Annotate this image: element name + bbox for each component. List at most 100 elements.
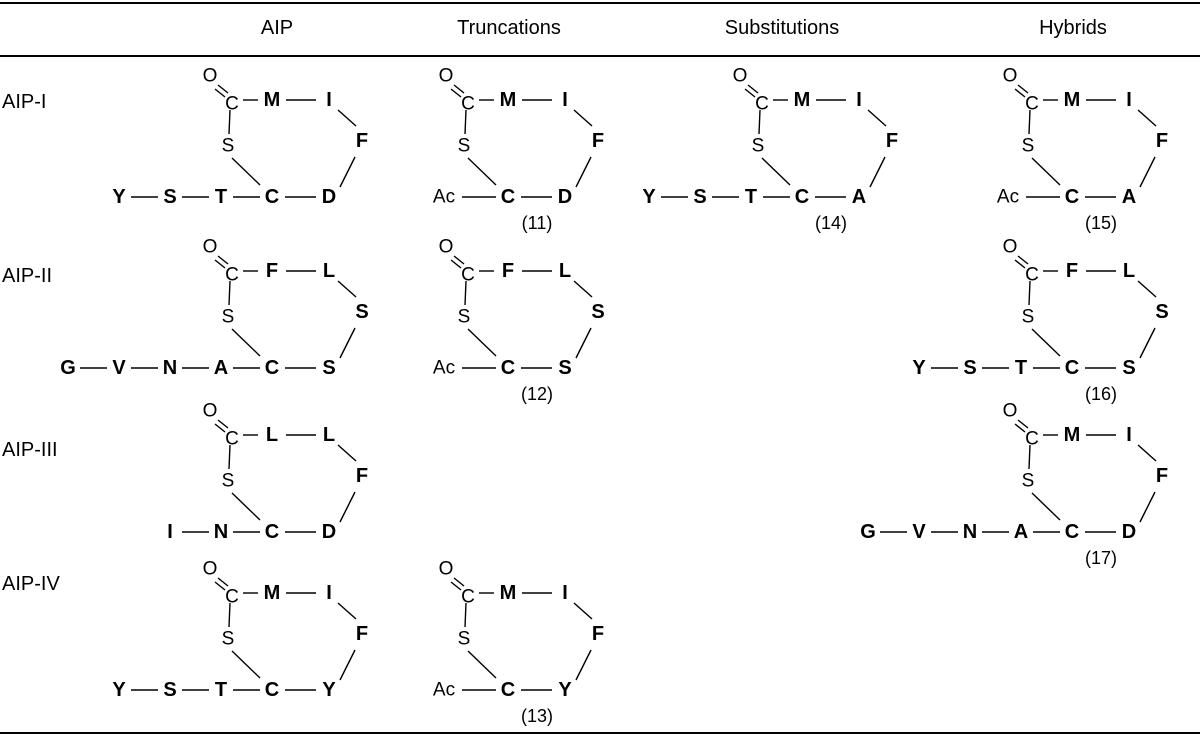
r0c2-carbonyl-oxygen: O xyxy=(733,66,748,87)
r0c0-bond xyxy=(228,109,231,135)
r1c3-residue-4: F xyxy=(1066,260,1078,282)
r3c1-bond xyxy=(467,650,497,679)
r0c3-residue-3: I xyxy=(1126,89,1132,111)
r1c0-carbonyl-oxygen: O xyxy=(203,237,218,258)
r0c2-compound-number: (14) xyxy=(815,213,847,233)
table-bottom-rule xyxy=(0,732,1200,734)
r1c0-thioester-sulfur: S xyxy=(222,307,235,328)
r0c1-thioester-sulfur: S xyxy=(458,136,471,157)
r0c2-residue-2: F xyxy=(886,130,898,152)
r1c3-thioester-sulfur: S xyxy=(1022,307,1035,328)
r0c3-residue-1: A xyxy=(1122,186,1136,208)
r0c1-bond xyxy=(464,109,467,135)
r0c0-bond xyxy=(337,109,357,127)
r0c2-residue-3: I xyxy=(856,89,862,111)
r2c0-tail-residue: N xyxy=(214,521,228,543)
r1c0-bond xyxy=(339,327,356,359)
r1c3-bond xyxy=(1137,280,1157,298)
r2c3-residue-2: F xyxy=(1156,465,1168,487)
r1c3-bond xyxy=(1017,255,1029,265)
r1c1-bond xyxy=(453,255,465,265)
r3c1-residue-4: M xyxy=(500,582,517,604)
r1c3-residue-3: L xyxy=(1123,260,1135,282)
r0c2-bond xyxy=(747,84,759,94)
r3c0-residue-3: I xyxy=(326,582,332,604)
r0c1-compound-number: (11) xyxy=(522,213,553,233)
r0c1-residue-cys: C xyxy=(501,186,515,208)
r3c0-carbonyl-oxygen: O xyxy=(203,559,218,580)
r3c0-bond xyxy=(339,649,356,681)
r0c2-tail-residue: Y xyxy=(642,186,656,208)
r1c3-bond xyxy=(1139,327,1156,359)
r1c3-tail-residue: S xyxy=(963,357,976,379)
r3c0-bond xyxy=(217,577,229,587)
r0c1-residue-4: M xyxy=(500,89,517,111)
r0c1-bond xyxy=(575,156,592,188)
row-label-aip-iv: AIP-IV xyxy=(2,573,60,595)
r2c0-tail-residue: I xyxy=(167,521,173,543)
r1c1-bond xyxy=(573,280,593,298)
r0c3-compound-number: (15) xyxy=(1085,213,1117,233)
r2c0-carbonyl-carbon: C xyxy=(225,429,239,450)
r3c1-carbonyl-carbon: C xyxy=(461,587,475,608)
r1c3-bond xyxy=(1014,259,1026,269)
r1c1-bond xyxy=(575,327,592,359)
r3c0-bond xyxy=(214,581,226,591)
r1c3-bond xyxy=(1028,280,1031,306)
r2c3-residue-4: M xyxy=(1064,424,1081,446)
r3c1-thioester-sulfur: S xyxy=(458,629,471,650)
table-header-rule xyxy=(0,55,1200,57)
r2c0-bond xyxy=(214,423,226,433)
r0c2-bond xyxy=(867,109,887,127)
r3c1-carbonyl-oxygen: O xyxy=(439,559,454,580)
r0c0-bond xyxy=(217,84,229,94)
r0c0-residue-2: F xyxy=(356,130,368,152)
r2c3-residue-cys: C xyxy=(1065,521,1079,543)
r3c1-acetyl-cap: Ac xyxy=(433,680,455,701)
r3c0-residue-cys: C xyxy=(265,679,279,701)
r2c0-bond xyxy=(217,419,229,429)
r1c0-bond xyxy=(228,280,231,306)
r0c2-residue-4: M xyxy=(794,89,811,111)
r2c0-bond xyxy=(339,491,356,523)
r0c0-tail-residue: S xyxy=(163,186,176,208)
r1c1-carbonyl-oxygen: O xyxy=(439,237,454,258)
r3c0-bond xyxy=(337,602,357,620)
r0c1-bond xyxy=(573,109,593,127)
r2c3-bond xyxy=(1031,492,1061,521)
r0c2-thioester-sulfur: S xyxy=(752,136,765,157)
r3c1-bond xyxy=(573,602,593,620)
r1c1-compound-number: (12) xyxy=(521,384,553,404)
r0c1-bond xyxy=(467,157,497,186)
r1c0-bond xyxy=(337,280,357,298)
r3c0-residue-1: Y xyxy=(322,679,336,701)
r3c0-bond xyxy=(231,650,261,679)
r0c1-residue-3: I xyxy=(562,89,568,111)
r1c1-residue-3: L xyxy=(559,260,571,282)
r1c0-residue-4: F xyxy=(266,260,278,282)
r1c1-acetyl-cap: Ac xyxy=(433,358,455,379)
r0c2-bond xyxy=(761,157,791,186)
r3c0-carbonyl-carbon: C xyxy=(225,587,239,608)
r0c0-residue-cys: C xyxy=(265,186,279,208)
r1c1-bond xyxy=(467,328,497,357)
r1c0-residue-3: L xyxy=(323,260,335,282)
r3c0-tail-residue: Y xyxy=(112,679,126,701)
column-header-substitutions: Substitutions xyxy=(724,17,840,39)
r0c3-residue-4: M xyxy=(1064,89,1081,111)
r0c2-carbonyl-carbon: C xyxy=(755,94,769,115)
r3c0-residue-2: F xyxy=(356,623,368,645)
r0c3-thioester-sulfur: S xyxy=(1022,136,1035,157)
r2c3-tail-residue: N xyxy=(963,521,977,543)
r2c3-tail-residue: A xyxy=(1014,521,1028,543)
r0c2-residue-cys: C xyxy=(795,186,809,208)
r1c3-residue-2: S xyxy=(1155,301,1168,323)
r3c0-tail-residue: S xyxy=(163,679,176,701)
r0c1-carbonyl-oxygen: O xyxy=(439,66,454,87)
r1c0-carbonyl-carbon: C xyxy=(225,265,239,286)
r2c3-bond xyxy=(1137,444,1157,462)
r0c3-bond xyxy=(1031,157,1061,186)
r1c1-bond xyxy=(464,280,467,306)
r0c2-tail-residue: S xyxy=(693,186,706,208)
